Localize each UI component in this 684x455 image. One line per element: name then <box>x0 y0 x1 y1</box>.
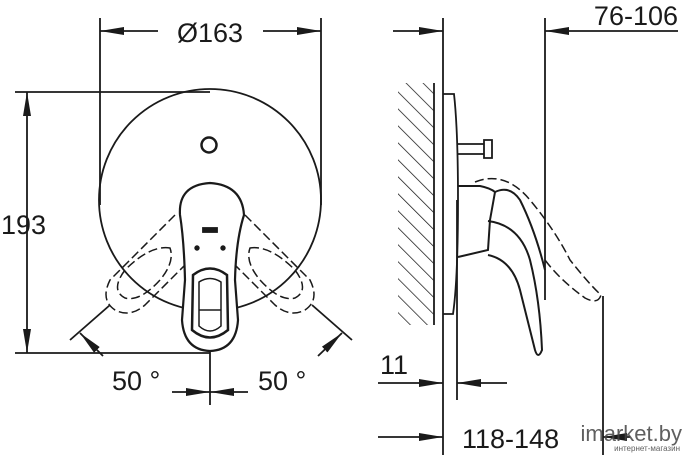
height-label: 193 <box>1 210 46 240</box>
lever-raised-dashed <box>474 177 602 302</box>
angle-line-left <box>69 304 111 341</box>
lever-handle <box>178 181 246 353</box>
diverter-knob <box>458 139 493 159</box>
watermark-brand: imarket.by <box>581 421 682 446</box>
diameter-label: Ø163 <box>177 18 243 48</box>
logo-mark <box>202 227 218 233</box>
front-view <box>15 18 353 405</box>
plate-thickness-label: 11 <box>380 350 408 380</box>
angle-line-right <box>311 304 353 341</box>
projection-label: 76-106 <box>594 1 678 31</box>
depth-label: 118-148 <box>462 424 559 454</box>
lever-rotated-right-dashed <box>234 214 315 314</box>
wall-hatching <box>398 83 434 325</box>
watermark-tagline: интернет-магазин <box>614 444 680 453</box>
cover-plate-side <box>443 93 459 315</box>
angle-left-label: 50 ° <box>112 366 160 396</box>
angle-right-label: 50 ° <box>258 366 306 396</box>
watermark: imarket.by интернет-магазин <box>581 421 682 453</box>
side-view <box>378 18 678 455</box>
diverter-hole <box>200 136 218 154</box>
lever-side <box>457 185 544 356</box>
lever-rotated-left-dashed <box>105 214 186 314</box>
lever-grip <box>190 267 230 339</box>
